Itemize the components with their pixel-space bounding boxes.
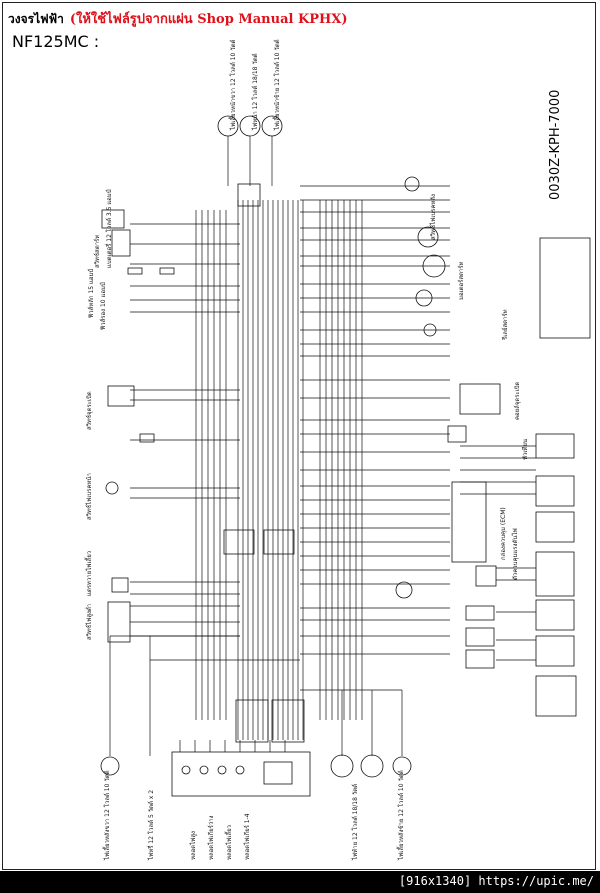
table-dimmer (535, 635, 575, 667)
diagram-frame (2, 2, 596, 870)
table-horn (535, 599, 575, 631)
neutral-switch (417, 226, 439, 248)
wiring-schematic (100, 115, 591, 797)
rear-brake-light (404, 176, 420, 192)
sub-fuse (159, 267, 175, 275)
title-row: วงจรไฟฟ้า (ให้ใช้ไฟล์รูปจากแผ่น Shop Manu… (8, 8, 348, 29)
table-engine-stop (535, 511, 575, 543)
source-bar: [916x1340] https://upic.me/ (0, 871, 600, 893)
front-left-turn-bulb (261, 115, 283, 137)
turn-indicator (465, 627, 495, 647)
dimmer-switch (107, 601, 131, 643)
title-note: (ให้ใช้ไฟล์รูปจากแผ่น Shop Manual KPHX) (69, 12, 348, 27)
main-harness (109, 136, 536, 756)
ignition-switch (107, 385, 135, 407)
horn (105, 481, 119, 495)
starter-switch-box (101, 209, 125, 229)
model-code: NF125MC : (12, 32, 100, 51)
table-color-code (539, 237, 591, 339)
ac-generator (395, 581, 413, 599)
table-turn (535, 675, 577, 717)
brake-switch (139, 433, 155, 443)
source-badge: [916x1340] https://upic.me/ (398, 874, 594, 888)
ecm (451, 481, 487, 563)
components (100, 115, 591, 797)
tail-light-bulb-2 (360, 754, 384, 778)
rear-right-turn-bulb (100, 756, 120, 776)
headlight-bulb (239, 115, 261, 137)
gear-indicator (465, 605, 495, 621)
table-gear-switch (535, 551, 575, 597)
page-title: วงจรไฟฟ้า (8, 12, 64, 26)
meter-window (263, 761, 293, 785)
meter-panel (171, 751, 311, 797)
table-ignition (535, 433, 575, 459)
lower-connector-right (271, 699, 305, 743)
winker-relay (111, 577, 129, 593)
ignition-coil (459, 383, 501, 415)
regulator (475, 565, 497, 587)
center-connector-right (263, 529, 295, 555)
main-fuse (127, 267, 143, 275)
starter-motor (422, 254, 446, 278)
top-connector (237, 183, 261, 207)
rear-left-turn-bulb (392, 756, 412, 776)
lower-connector-left (235, 699, 269, 743)
tail-light-bulb (330, 754, 354, 778)
center-connector-left (223, 529, 255, 555)
table-starter (535, 475, 575, 507)
starter-relay (423, 323, 437, 337)
gear-position-sensor (415, 289, 433, 307)
speed-indicator (465, 649, 495, 669)
battery-box (111, 229, 131, 257)
spark-plug (447, 425, 467, 443)
front-right-turn-bulb (217, 115, 239, 137)
